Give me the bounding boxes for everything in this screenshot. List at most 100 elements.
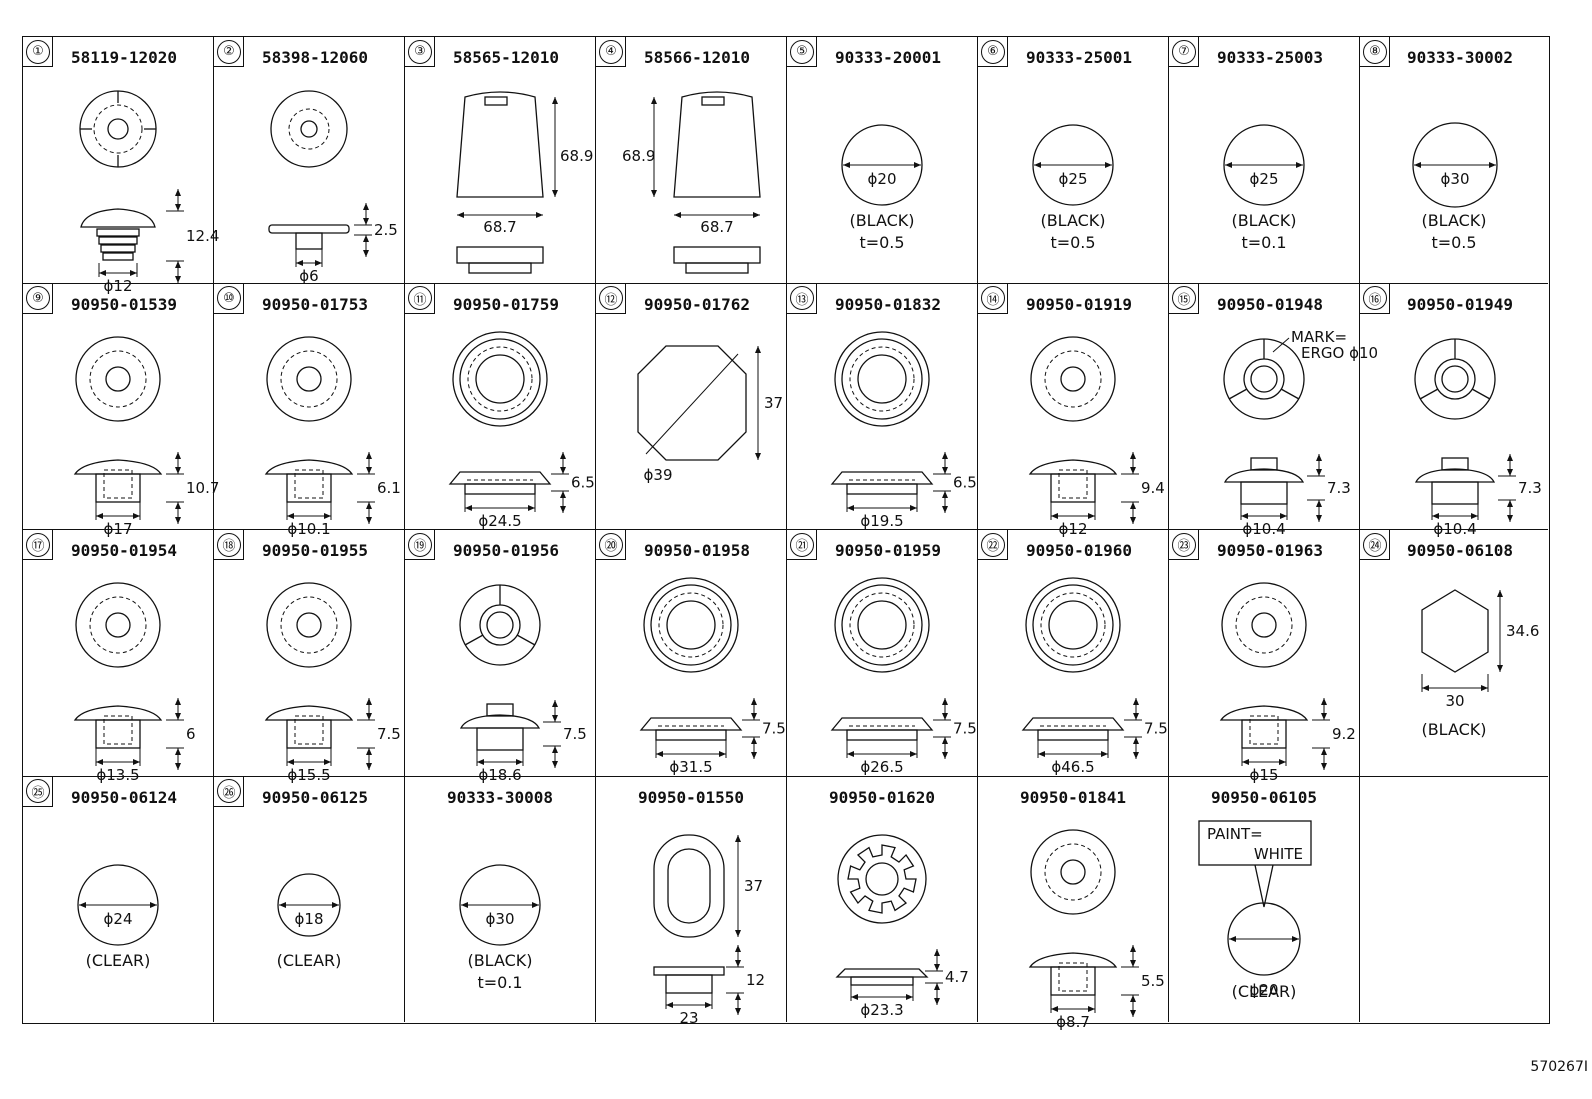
- diameter-dimension-label: ϕ18.6: [478, 766, 521, 784]
- part-drawing: ϕ25: [1223, 124, 1305, 206]
- diameter-dimension-label: ϕ10.1: [287, 520, 330, 538]
- callout-box: ⑮: [1169, 283, 1199, 314]
- part-cell: 90333-30008 ϕ30 (BLACK)t=0.1: [405, 776, 596, 1022]
- callout-box: ㉓: [1169, 530, 1199, 560]
- diameter-dimension-label: ϕ46.5: [1051, 758, 1094, 776]
- diameter-dimension-label: ϕ19.5: [860, 512, 903, 530]
- part-drawing: ϕ30: [459, 863, 541, 946]
- part-number: 90950-01832: [835, 294, 941, 314]
- part-note: t=0.5: [859, 233, 905, 252]
- part-note: (BLACK): [467, 950, 533, 970]
- callout-number: ⑰: [25, 532, 50, 557]
- height-dimension-label: 7.3: [1518, 479, 1542, 497]
- mark-note-label: MARK=: [1291, 328, 1347, 346]
- callout-number: ㉖: [216, 779, 241, 803]
- part-number: 90333-30002: [1407, 48, 1513, 67]
- width-dimension-label: 68.7: [700, 218, 733, 236]
- callout-box: ⑤: [787, 37, 817, 67]
- part-drawing: 68.9 68.7: [622, 91, 761, 274]
- part-note: (BLACK): [849, 211, 915, 230]
- part-drawing: 34.630: [1421, 589, 1539, 710]
- height-dimension-label: 37: [744, 877, 763, 895]
- part-note: t=0.1: [477, 972, 523, 992]
- height-dimension-label: 7.5: [563, 725, 587, 743]
- part-drawing: ϕ24: [77, 863, 159, 946]
- part-number: 90950-06124: [71, 787, 177, 807]
- diameter-dimension-label: ϕ6: [299, 267, 318, 285]
- diameter-dimension-label: ϕ25: [1250, 170, 1279, 188]
- part-number: 90950-01948: [1217, 294, 1323, 314]
- height-dimension-label: 68.9: [622, 147, 655, 165]
- callout-box: ⑲: [405, 530, 435, 560]
- callout-number: ⑮: [1171, 286, 1196, 310]
- callout-box: ㉒: [978, 530, 1008, 560]
- diameter-dimension-label: ϕ30: [1441, 170, 1470, 188]
- callout-number: ⑭: [980, 286, 1005, 310]
- part-number: 90333-25003: [1217, 48, 1323, 67]
- part-number: 90950-06108: [1407, 541, 1513, 560]
- diameter-dimension-label: 23: [679, 1009, 698, 1027]
- callout-box: ②: [214, 37, 244, 67]
- height-dimension-label: 12.4: [186, 227, 219, 245]
- callout-box: ⑫: [596, 283, 626, 314]
- callout-box: ㉑: [787, 530, 817, 560]
- callout-number: ②: [216, 39, 241, 64]
- height-dimension-label: 4.7: [945, 968, 969, 986]
- part-number: 90950-01949: [1407, 294, 1513, 314]
- part-number: 90950-01954: [71, 541, 177, 560]
- part-number: 90950-06105: [1211, 787, 1317, 807]
- diameter-dimension-label: ϕ13.5: [96, 766, 139, 784]
- drawing-reference-code: 570267I: [1530, 1059, 1588, 1075]
- part-drawing: ϕ18: [277, 872, 341, 937]
- diameter-dimension-label: 30: [1445, 692, 1464, 710]
- callout-box: ⑬: [787, 283, 817, 314]
- diameter-dimension-label: ϕ24.5: [478, 512, 521, 530]
- part-drawing: ϕ20: [841, 124, 923, 206]
- callout-number: ⑧: [1362, 39, 1387, 64]
- callout-box: ㉔: [1360, 530, 1390, 560]
- callout-box: ⑯: [1360, 283, 1390, 314]
- callout-number: ⑱: [216, 532, 241, 557]
- part-number: 90950-06125: [262, 787, 368, 807]
- part-number: 90333-30008: [447, 787, 553, 807]
- height-dimension-label: 7.3: [1327, 479, 1351, 497]
- height-dimension-label: 6: [186, 725, 196, 743]
- height-dimension-label: 7.5: [953, 720, 977, 738]
- part-note: (BLACK): [1231, 211, 1297, 230]
- callout-number: ㉕: [25, 779, 50, 803]
- diameter-dimension-label: ϕ12: [104, 277, 133, 295]
- height-dimension-label: 10.7: [186, 479, 219, 497]
- callout-box: ①: [23, 37, 53, 67]
- diameter-dimension-label: ϕ12: [1059, 520, 1088, 538]
- height-dimension-label: 7.5: [762, 720, 786, 738]
- part-number: 90333-20001: [835, 48, 941, 67]
- diameter-dimension-label: ϕ17: [104, 520, 133, 538]
- diameter-dimension-label: ϕ15: [1250, 766, 1279, 784]
- part-drawing: 7.5 ϕ31.5: [639, 577, 786, 776]
- diameter-dimension-label: ϕ39: [644, 466, 673, 484]
- part-number: 58398-12060: [262, 48, 368, 67]
- callout-box: ⑧: [1360, 37, 1390, 67]
- part-note: (BLACK): [1421, 211, 1487, 230]
- callout-box: ⑭: [978, 283, 1008, 314]
- callout-box: ⑳: [596, 530, 626, 560]
- diameter-dimension-label: ϕ31.5: [669, 758, 712, 776]
- callout-box: ③: [405, 37, 435, 67]
- part-number: 90950-01539: [71, 294, 177, 314]
